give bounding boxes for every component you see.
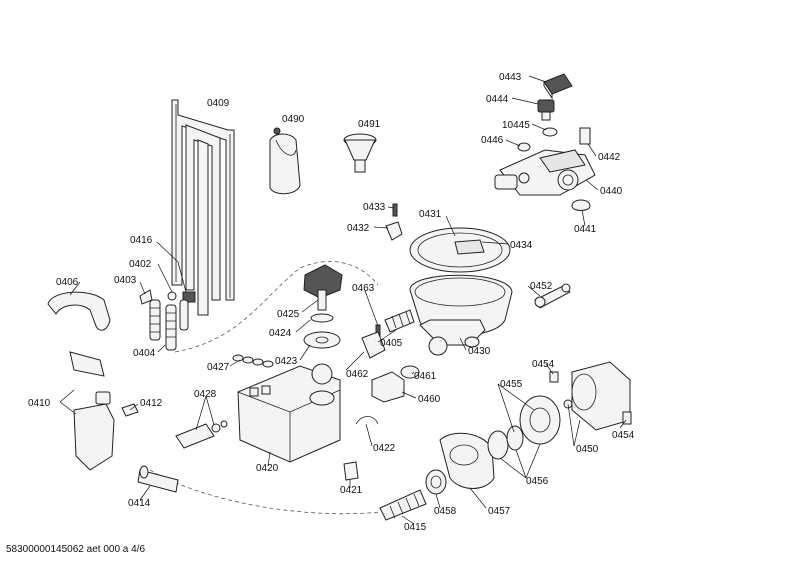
label-0415: 0415 bbox=[404, 522, 427, 533]
label-0434: 0434 bbox=[510, 240, 533, 251]
label-0424: 0424 bbox=[269, 328, 292, 339]
label-0454-lower: 0454 bbox=[612, 430, 635, 441]
label-0420: 0420 bbox=[256, 463, 279, 474]
label-0463: 0463 bbox=[352, 283, 375, 294]
bracket-0432 bbox=[385, 221, 403, 241]
connector-0443 bbox=[543, 73, 573, 100]
label-0406: 0406 bbox=[56, 277, 79, 288]
clip-0454-lower bbox=[622, 411, 632, 425]
ring-0458 bbox=[425, 469, 447, 495]
clip-0454-upper bbox=[549, 371, 559, 383]
motor-cover-0455 bbox=[519, 395, 561, 445]
label-0457: 0457 bbox=[488, 506, 511, 517]
bracket-0462 bbox=[361, 331, 386, 359]
screw-0433 bbox=[392, 203, 398, 217]
valve-assembly-0440 bbox=[494, 127, 596, 196]
label-0431: 0431 bbox=[419, 209, 442, 220]
motor-0450 bbox=[563, 361, 631, 431]
part-0452 bbox=[534, 283, 571, 309]
label-0423: 0423 bbox=[275, 356, 298, 367]
label-0462: 0462 bbox=[346, 369, 369, 380]
label-0402: 0402 bbox=[129, 259, 152, 270]
label-0460: 0460 bbox=[418, 394, 441, 405]
leader-lines bbox=[59, 75, 627, 525]
footer-code: 58300000145062 aet 000 a 4/6 bbox=[6, 544, 145, 555]
clip-0422 bbox=[355, 416, 379, 425]
label-0444: 0444 bbox=[486, 94, 509, 105]
label-0450: 0450 bbox=[576, 444, 599, 455]
label-0422: 0422 bbox=[373, 443, 396, 454]
clamp-0441 bbox=[571, 199, 591, 211]
label-0416: 0416 bbox=[130, 235, 153, 246]
sensor-0460 bbox=[371, 371, 405, 403]
sump-0431 bbox=[409, 227, 511, 273]
label-0430: 0430 bbox=[468, 346, 491, 357]
ring-0402 bbox=[167, 291, 177, 301]
funnel-0491 bbox=[343, 133, 377, 173]
ring-0461 bbox=[400, 365, 420, 379]
label-0432: 0432 bbox=[347, 223, 370, 234]
ring-0424 bbox=[310, 313, 334, 323]
label-0446: 0446 bbox=[481, 135, 504, 146]
label-0443: 0443 bbox=[499, 72, 522, 83]
cover-0406 bbox=[47, 291, 111, 331]
label-0404: 0404 bbox=[133, 348, 156, 359]
label-0490: 0490 bbox=[282, 114, 305, 125]
label-0454-upper: 0454 bbox=[532, 359, 555, 370]
ring-10445 bbox=[542, 127, 558, 137]
label-0441: 0441 bbox=[574, 224, 597, 235]
label-0405: 0405 bbox=[380, 338, 403, 349]
label-0414: 0414 bbox=[128, 498, 151, 509]
part-0416 bbox=[182, 291, 196, 303]
label-0412: 0412 bbox=[140, 398, 163, 409]
ring-0446 bbox=[517, 142, 531, 152]
jug-0490 bbox=[269, 127, 301, 195]
label-0425: 0425 bbox=[277, 309, 300, 320]
pump-housing-0430 bbox=[409, 274, 513, 356]
label-0409: 0409 bbox=[207, 98, 230, 109]
label-0452: 0452 bbox=[530, 281, 553, 292]
hose-0415 bbox=[379, 489, 427, 521]
hose-0414 bbox=[137, 465, 179, 493]
label-10445: 10445 bbox=[502, 120, 530, 131]
clip-0421 bbox=[343, 461, 359, 481]
label-0456: 0456 bbox=[526, 476, 549, 487]
springs-0404 bbox=[149, 299, 189, 351]
label-0403: 0403 bbox=[114, 275, 137, 286]
label-0421: 0421 bbox=[340, 485, 363, 496]
rotor-0456 bbox=[487, 425, 524, 460]
hose-0405 bbox=[384, 309, 415, 333]
label-0440: 0440 bbox=[600, 186, 623, 197]
label-0491: 0491 bbox=[358, 119, 381, 130]
impeller-0425 bbox=[303, 264, 343, 311]
softener-0420 bbox=[237, 363, 341, 463]
connector-0444 bbox=[537, 99, 555, 121]
sensor-0428 bbox=[175, 420, 228, 449]
label-0410: 0410 bbox=[28, 398, 51, 409]
label-0428: 0428 bbox=[194, 389, 217, 400]
cable-route-upper bbox=[174, 261, 379, 353]
flange-0423 bbox=[303, 331, 341, 349]
label-0433: 0433 bbox=[363, 202, 386, 213]
label-0442: 0442 bbox=[598, 152, 621, 163]
label-0455: 0455 bbox=[500, 379, 523, 390]
label-0427: 0427 bbox=[207, 362, 230, 373]
door-lock-0410 bbox=[69, 351, 115, 471]
pipe-frame-0409 bbox=[171, 99, 235, 316]
label-0458: 0458 bbox=[434, 506, 457, 517]
label-0461: 0461 bbox=[414, 371, 437, 382]
pump-0457 bbox=[439, 432, 495, 489]
